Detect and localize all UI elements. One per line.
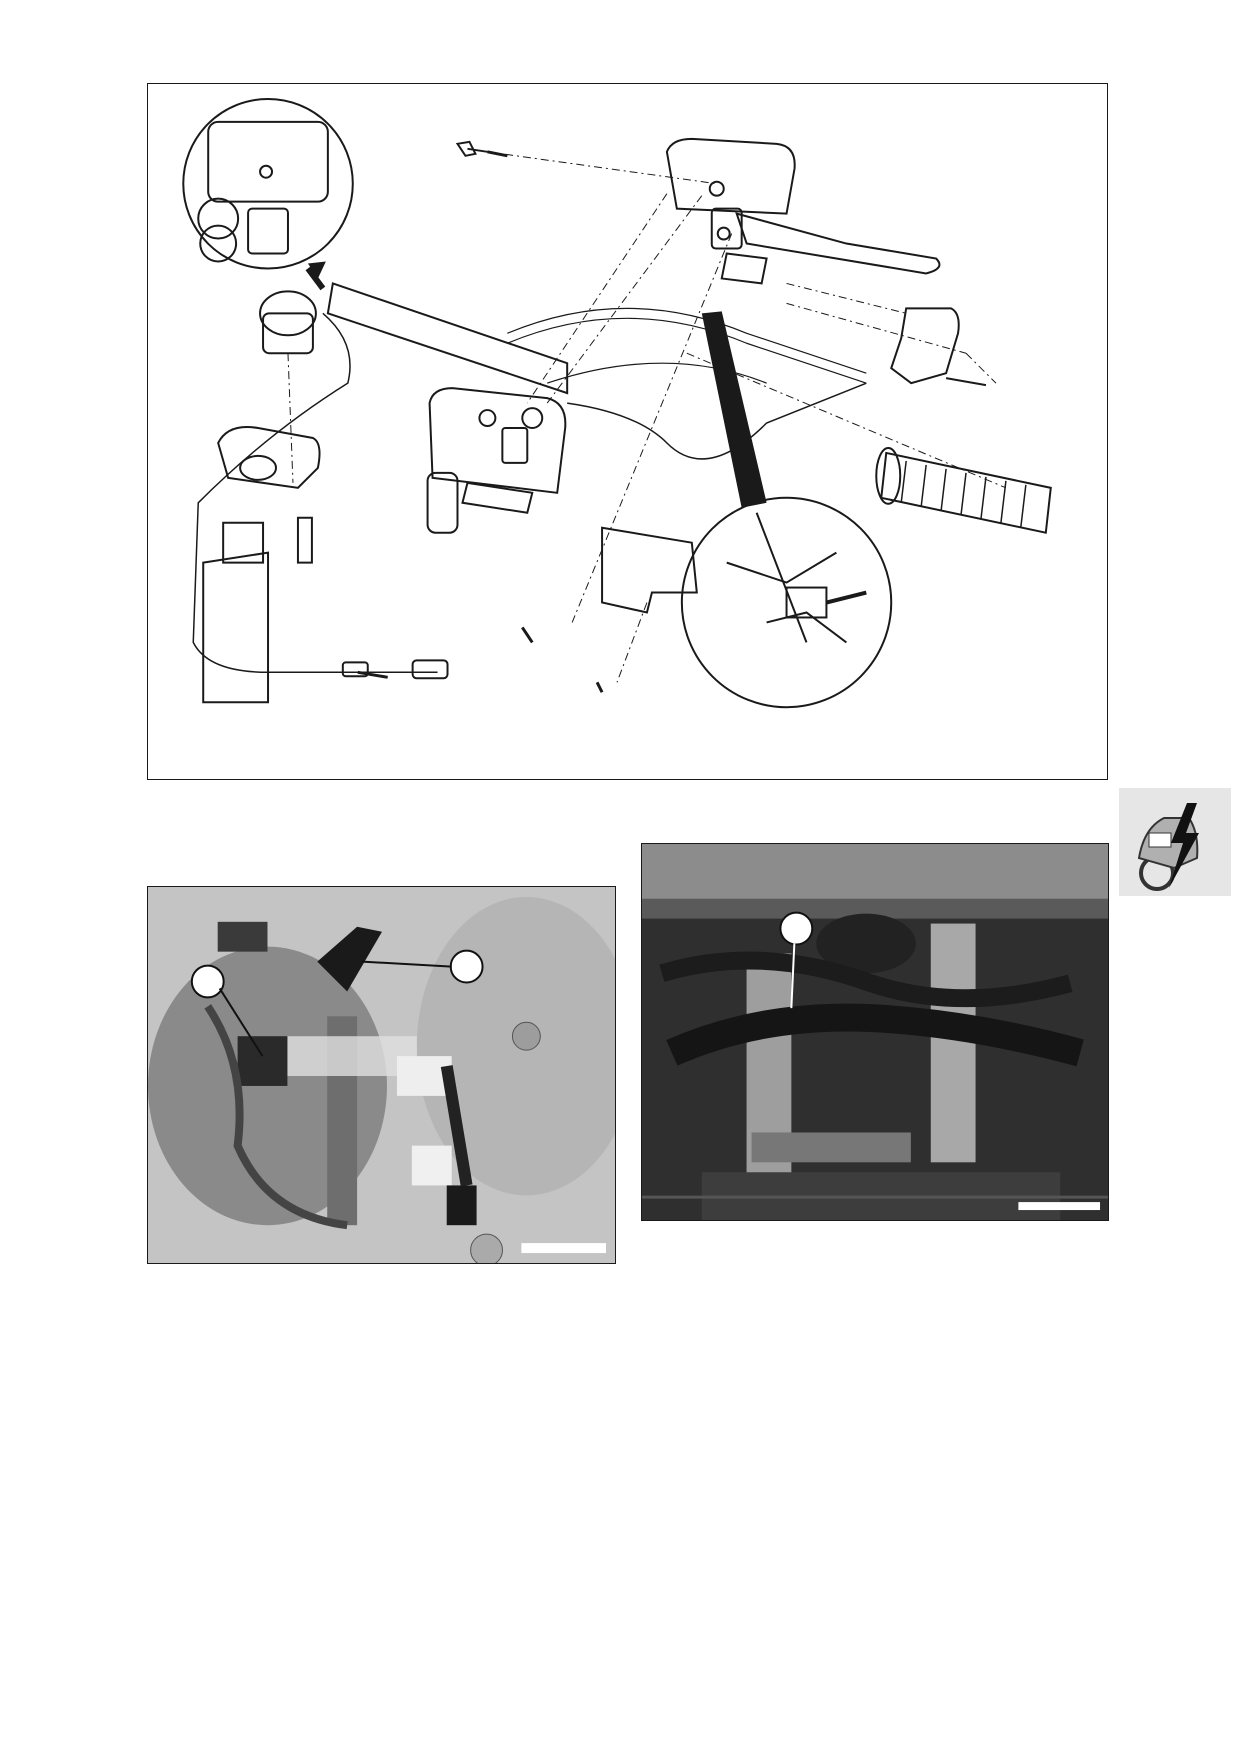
- detail-circle-bottom-right: [680, 496, 893, 709]
- handlebar-tube: [326, 282, 569, 395]
- handlebar-clamp: [217, 426, 321, 489]
- detail-pointer-top: [307, 261, 326, 279]
- switch-cover: [601, 526, 698, 614]
- section-tab: [1119, 788, 1231, 896]
- switch-housing-lower: [428, 387, 567, 494]
- electrical-system-icon: [1137, 803, 1199, 891]
- exploded-drawing: [182, 97, 1052, 709]
- handlebar-grip: [880, 451, 1052, 534]
- photo-harness: [641, 843, 1109, 1221]
- photo-connectors-illustration: [148, 887, 615, 1263]
- handlebar-exploded-diagram: [147, 83, 1108, 780]
- detail-pointer-bottom: [701, 311, 767, 508]
- photo-harness-illustration: [642, 844, 1108, 1220]
- switch-housing-upper: [665, 137, 796, 215]
- right-cover: [890, 307, 960, 385]
- detail-circle-top-left: [182, 97, 354, 270]
- photo-connectors: [147, 886, 616, 1264]
